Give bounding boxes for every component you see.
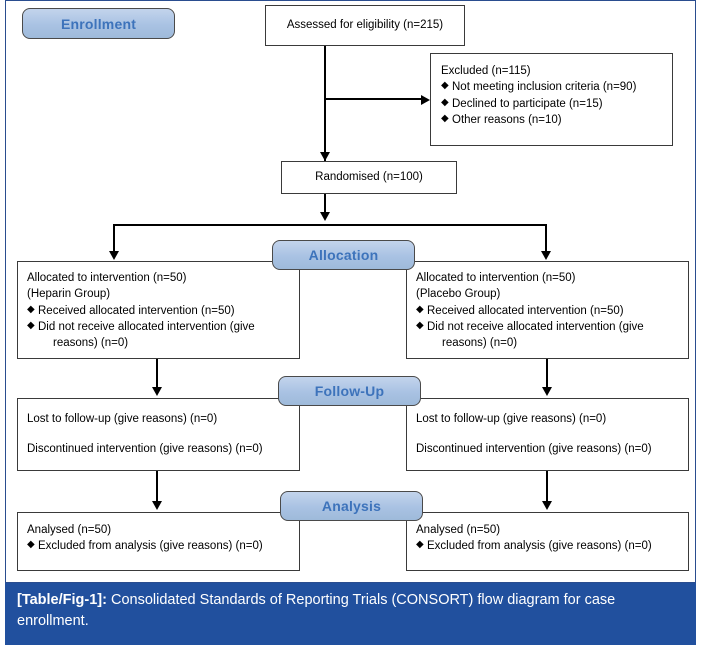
- analysis-right-title: Analysed (n=50): [416, 524, 501, 536]
- arrow-followup-right-to-analysis: [542, 501, 552, 510]
- analysis-left-title: Analysed (n=50): [27, 524, 112, 536]
- connector-assessed-to-randomised: [324, 46, 326, 161]
- connector-to-excluded: [325, 98, 422, 100]
- analysis-right-item1: Excluded from analysis (give reasons) (n…: [427, 540, 652, 553]
- list-item: ◆ Other reasons (n=10): [441, 112, 662, 128]
- stage-pill-enrollment-label: Enrollment: [60, 15, 137, 32]
- stage-pill-allocation: Allocation: [272, 240, 415, 270]
- randomised-text: Randomised (n=100): [315, 171, 423, 184]
- list-item: ◆ Declined to participate (n=15): [441, 96, 662, 112]
- stage-pill-enrollment: Enrollment: [22, 8, 175, 39]
- excluded-reason-3: Other reasons (n=10): [452, 113, 562, 126]
- diamond-bullet-icon: ◆: [441, 96, 449, 108]
- figure-caption-bar: [Table/Fig-1]: Consolidated Standards of…: [5, 583, 696, 645]
- stage-pill-analysis: Analysis: [280, 491, 423, 521]
- allocation-right-item2: Did not receive allocated intervention (…: [427, 320, 644, 333]
- list-item: ◆ Not meeting inclusion criteria (n=90): [441, 79, 662, 95]
- allocation-left-item2: Did not receive allocated intervention (…: [38, 320, 255, 333]
- connector-alloc-left-to-followup: [156, 359, 158, 391]
- list-item: ◆ Excluded from analysis (give reasons) …: [416, 538, 679, 554]
- followup-right-line2: Discontinued intervention (give reasons)…: [416, 443, 652, 456]
- excluded-reason-2: Declined to participate (n=15): [452, 97, 603, 110]
- stage-pill-followup: Follow-Up: [278, 376, 421, 406]
- excluded-reason-1: Not meeting inclusion criteria (n=90): [452, 81, 637, 94]
- box-excluded: Excluded (n=115) ◆ Not meeting inclusion…: [430, 53, 673, 146]
- arrow-alloc-right-to-followup: [542, 387, 552, 396]
- allocation-left-item2-cont: reasons) (n=0): [53, 337, 129, 350]
- assessed-text: Assessed for eligibility (n=215): [286, 19, 444, 32]
- list-item: ◆ Did not receive allocated intervention…: [416, 319, 679, 352]
- analysis-left-item1: Excluded from analysis (give reasons) (n…: [38, 540, 263, 553]
- arrow-assessed-to-randomised: [320, 152, 330, 161]
- allocation-right-item1: Received allocated intervention (n=50): [427, 304, 624, 317]
- diamond-bullet-icon: ◆: [27, 539, 35, 551]
- allocation-right-title: Allocated to intervention (n=50): [416, 272, 576, 284]
- arrow-followup-left-to-analysis: [152, 501, 162, 510]
- connector-alloc-right-to-followup: [546, 359, 548, 391]
- followup-right-line1: Lost to follow-up (give reasons) (n=0): [416, 413, 607, 425]
- box-followup-right: Lost to follow-up (give reasons) (n=0) D…: [406, 398, 689, 471]
- excluded-reason-list: ◆ Not meeting inclusion criteria (n=90) …: [441, 79, 662, 128]
- connector-followup-left-to-analysis: [156, 471, 158, 505]
- arrow-randomised-down: [320, 212, 330, 221]
- analysis-right-list: ◆ Excluded from analysis (give reasons) …: [416, 538, 679, 554]
- allocation-left-title: Allocated to intervention (n=50): [27, 272, 187, 284]
- allocation-right-subtitle: (Placebo Group): [416, 288, 501, 301]
- arrow-split-left: [109, 251, 119, 260]
- list-item: ◆ Received allocated intervention (n=50): [416, 303, 679, 319]
- box-followup-left: Lost to follow-up (give reasons) (n=0) D…: [17, 398, 300, 471]
- arrow-alloc-left-to-followup: [152, 387, 162, 396]
- split-bar-allocation: [113, 224, 547, 226]
- connector-followup-right-to-analysis: [546, 471, 548, 505]
- arrow-split-right: [541, 251, 551, 260]
- list-item: ◆ Did not receive allocated intervention…: [27, 319, 290, 352]
- box-allocation-left: Allocated to intervention (n=50) (Hepari…: [17, 261, 300, 359]
- diamond-bullet-icon: ◆: [27, 303, 35, 315]
- box-assessed-for-eligibility: Assessed for eligibility (n=215): [265, 5, 465, 46]
- followup-left-line2: Discontinued intervention (give reasons)…: [27, 443, 263, 456]
- excluded-title: Excluded (n=115): [441, 65, 531, 77]
- allocation-left-item1: Received allocated intervention (n=50): [38, 304, 235, 317]
- allocation-left-list: ◆ Received allocated intervention (n=50)…: [27, 303, 290, 352]
- allocation-right-list: ◆ Received allocated intervention (n=50)…: [416, 303, 679, 352]
- box-allocation-right: Allocated to intervention (n=50) (Placeb…: [406, 261, 689, 359]
- figure-caption-text: Consolidated Standards of Reporting Tria…: [17, 592, 616, 630]
- stage-pill-followup-label: Follow-Up: [314, 383, 385, 399]
- stage-pill-allocation-label: Allocation: [308, 247, 379, 263]
- diamond-bullet-icon: ◆: [27, 319, 35, 331]
- stage-pill-analysis-label: Analysis: [321, 498, 382, 514]
- box-analysis-left: Analysed (n=50) ◆ Excluded from analysis…: [17, 512, 300, 571]
- diamond-bullet-icon: ◆: [416, 319, 424, 331]
- box-randomised: Randomised (n=100): [281, 161, 457, 194]
- figure-caption-label: [Table/Fig-1]:: [17, 592, 107, 608]
- list-item: ◆ Received allocated intervention (n=50): [27, 303, 290, 319]
- split-right-drop: [545, 224, 547, 255]
- diamond-bullet-icon: ◆: [441, 112, 449, 124]
- followup-left-line1: Lost to follow-up (give reasons) (n=0): [27, 413, 218, 425]
- allocation-left-subtitle: (Heparin Group): [27, 288, 111, 301]
- allocation-right-item2-cont: reasons) (n=0): [442, 337, 518, 350]
- list-item: ◆ Excluded from analysis (give reasons) …: [27, 538, 290, 554]
- analysis-left-list: ◆ Excluded from analysis (give reasons) …: [27, 538, 290, 554]
- diamond-bullet-icon: ◆: [416, 539, 424, 551]
- arrow-to-excluded: [421, 95, 430, 105]
- diamond-bullet-icon: ◆: [416, 303, 424, 315]
- connector-randomised-down: [324, 194, 326, 216]
- box-analysis-right: Analysed (n=50) ◆ Excluded from analysis…: [406, 512, 689, 571]
- diamond-bullet-icon: ◆: [441, 80, 449, 92]
- split-left-drop: [113, 224, 115, 255]
